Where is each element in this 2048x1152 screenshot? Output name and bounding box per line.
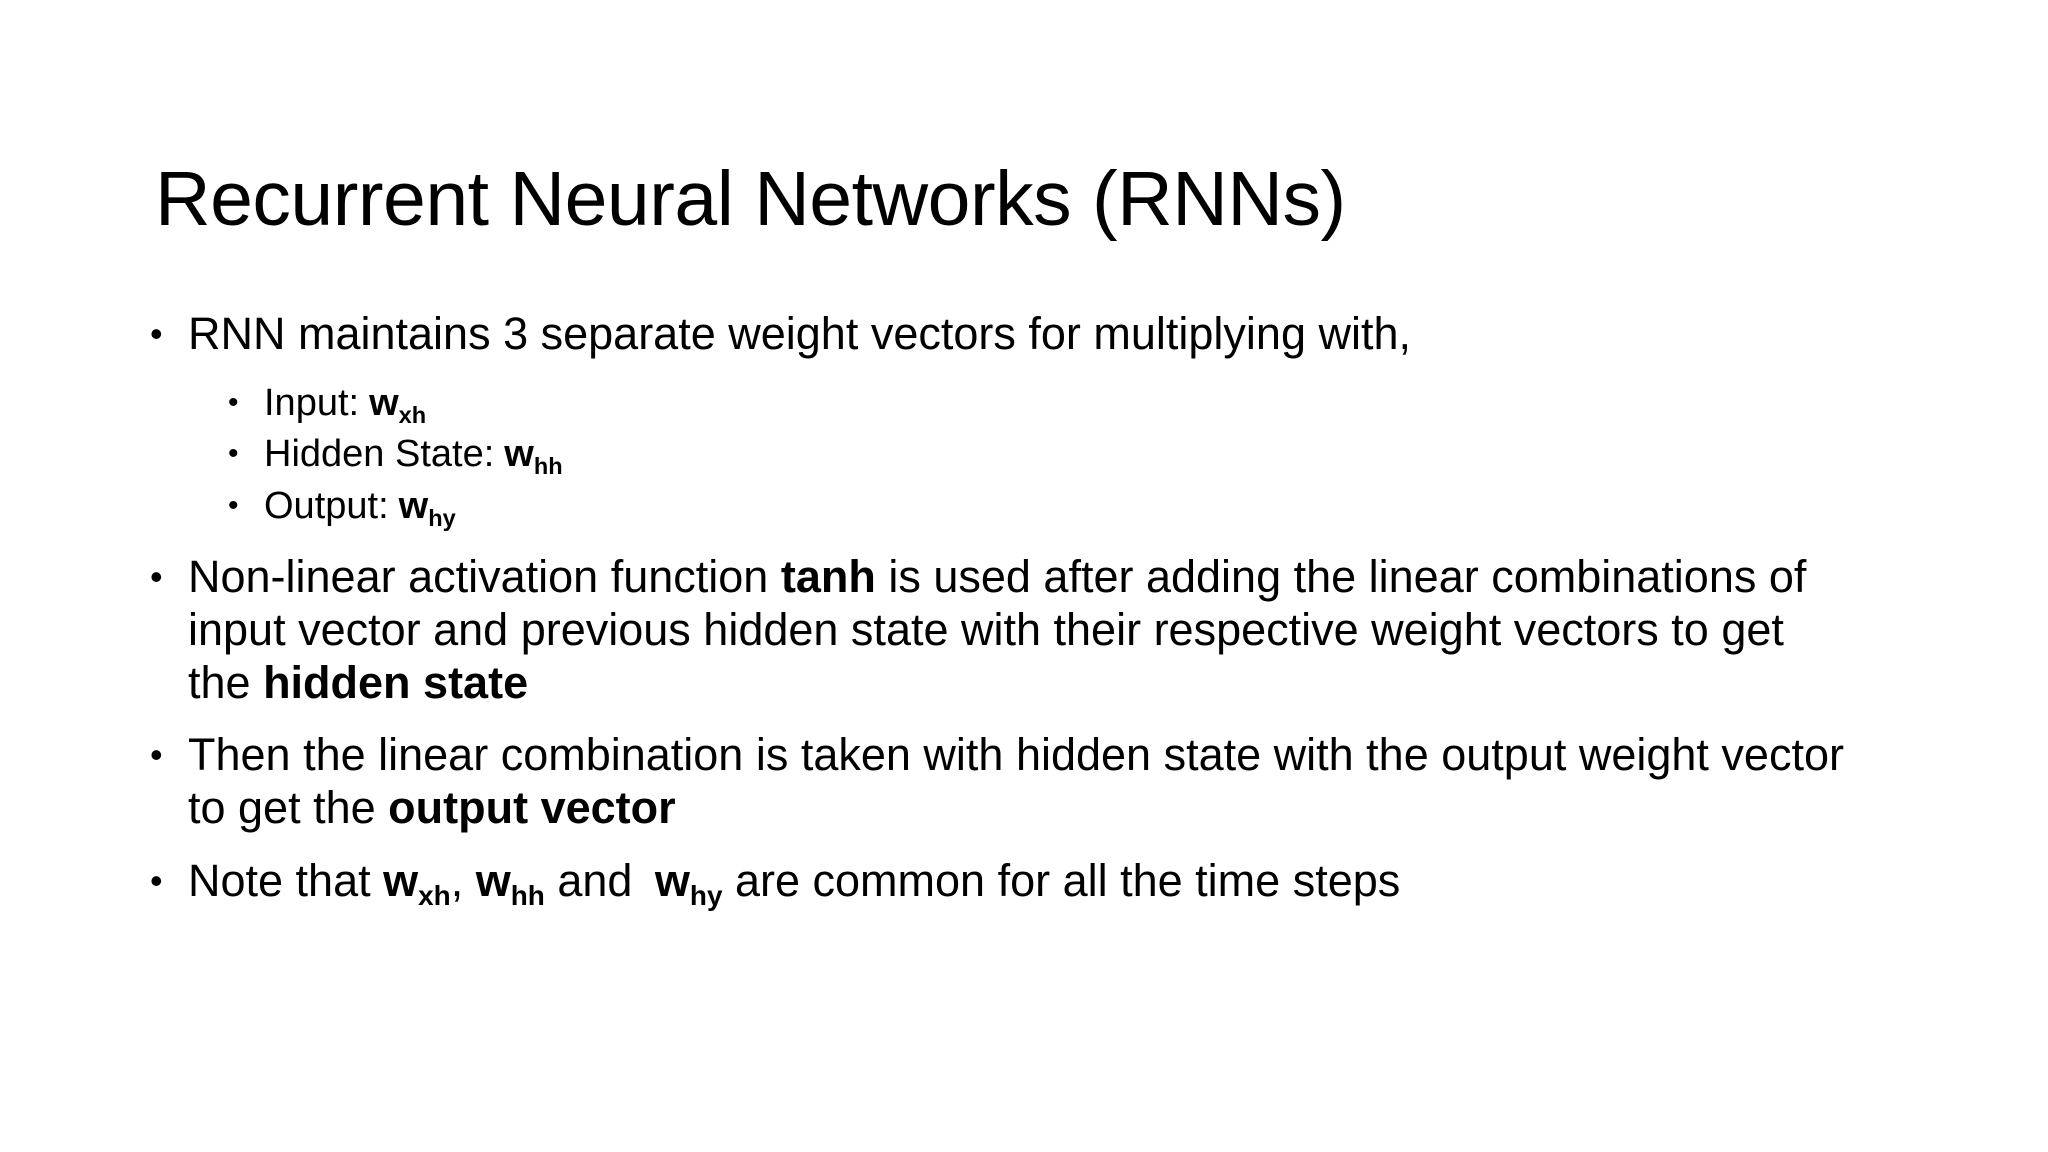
weight-symbol-subscript: hy xyxy=(428,504,456,531)
weight-symbol-subscript: hh xyxy=(533,453,563,480)
sub-bullet-group: • Input:wxh • Hidden State:whh • Output:… xyxy=(150,381,1850,531)
sub-bullet-text-output: Output:why xyxy=(264,484,1850,531)
bullet-item-intro: • RNN maintains 3 separate weight vector… xyxy=(150,308,1850,361)
weight-symbol-subscript: hy xyxy=(689,880,723,912)
sub-bullet-item-hidden-state: • Hidden State:whh xyxy=(150,432,1850,479)
weight-symbol-hy: why xyxy=(654,854,723,911)
text-segment: Note that xyxy=(188,854,384,906)
weight-symbol-hh: whh xyxy=(504,433,562,479)
label-output: Output: xyxy=(264,484,389,527)
page-title: Recurrent Neural Networks (RNNs) xyxy=(155,155,1346,242)
bullet-marker-icon: • xyxy=(150,859,163,901)
sub-bullet-item-output: • Output:why xyxy=(150,484,1850,531)
bullet-marker-icon: • xyxy=(228,488,239,522)
weight-symbol-subscript: xh xyxy=(398,401,427,428)
label-input: Input: xyxy=(264,381,360,424)
slide-body: • RNN maintains 3 separate weight vector… xyxy=(150,308,1850,927)
weight-symbol-hh: whh xyxy=(475,854,545,911)
sub-bullet-text-hidden-state: Hidden State:whh xyxy=(264,432,1850,479)
bullet-item-note: • Note that wxh, whh and why are common … xyxy=(150,854,1850,911)
bullet-item-output-vector: • Then the linear combination is taken w… xyxy=(150,729,1850,834)
bullet-marker-icon: • xyxy=(228,437,239,471)
bullet-item-tanh: • Non-linear activation function tanh is… xyxy=(150,551,1850,709)
text-segment: is used after adding the linear combinat… xyxy=(188,551,1807,708)
text-segment: Non-linear activation function xyxy=(188,551,781,603)
weight-symbol-base: w xyxy=(475,854,511,906)
text-segment: are common for all the time steps xyxy=(722,854,1401,906)
bullet-text-note: Note that wxh, whh and why are common fo… xyxy=(188,854,1848,911)
text-segment: Then the linear combination is taken wit… xyxy=(188,729,1844,833)
bold-term-output-vector: output vector xyxy=(388,781,676,833)
bullet-marker-icon: • xyxy=(150,734,163,776)
bold-term-hidden-state: hidden state xyxy=(263,656,529,708)
weight-symbol-base: w xyxy=(369,381,399,424)
text-segment: and xyxy=(544,854,645,906)
bullet-marker-icon: • xyxy=(150,313,163,354)
weight-symbol-base: w xyxy=(383,854,419,906)
weight-symbol-hy: why xyxy=(398,484,456,531)
weight-symbol-subscript: hh xyxy=(510,880,545,912)
sub-bullet-text-input: Input:wxh xyxy=(264,381,1850,428)
sub-bullet-item-input: • Input:wxh xyxy=(150,381,1850,428)
bullet-text-output-vector: Then the linear combination is taken wit… xyxy=(188,729,1848,834)
bullet-text-tanh: Non-linear activation function tanh is u… xyxy=(188,551,1848,709)
label-hidden-state: Hidden State: xyxy=(264,433,495,476)
weight-symbol-base: w xyxy=(398,484,429,527)
bullet-marker-icon: • xyxy=(150,556,163,598)
bold-term-tanh: tanh xyxy=(780,551,876,603)
text-segment: , xyxy=(450,854,476,906)
weight-symbol-xh: wxh xyxy=(369,381,426,428)
weight-symbol-base: w xyxy=(654,854,690,906)
weight-symbol-base: w xyxy=(504,433,534,476)
weight-symbol-subscript: xh xyxy=(418,880,451,912)
weight-symbol-xh: wxh xyxy=(383,854,451,911)
bullet-marker-icon: • xyxy=(228,385,239,419)
bullet-text-intro: RNN maintains 3 separate weight vectors … xyxy=(188,308,1411,359)
